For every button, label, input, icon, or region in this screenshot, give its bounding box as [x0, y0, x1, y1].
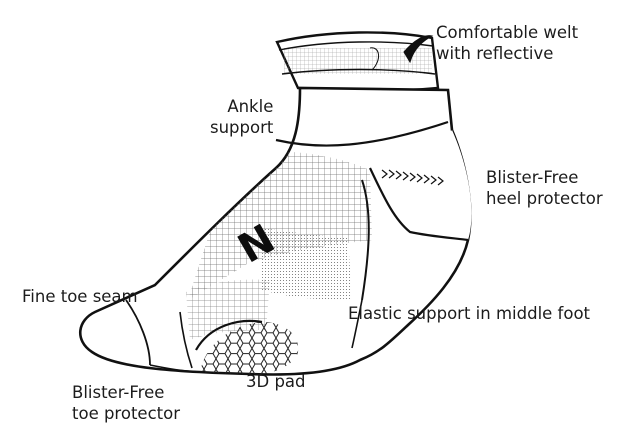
callout-heel: Blister-Free heel protector: [486, 167, 603, 209]
callout-welt-line1: Comfortable welt: [436, 23, 579, 42]
callout-toe-seam: Fine toe seam: [22, 286, 138, 307]
elastic-midfoot-panel: [262, 228, 352, 300]
toe-seam-region: [125, 299, 206, 373]
midfoot-support-line: [361, 179, 370, 301]
ankle-band-line: [275, 120, 449, 147]
callout-ankle: Ankle support: [210, 96, 273, 138]
callout-ankle-line2: support: [210, 118, 274, 137]
heel-protector-region: [369, 130, 472, 242]
callout-toe-protector-line1: Blister-Free: [72, 383, 165, 402]
callout-elastic-line1: Elastic support in middle foot: [348, 304, 591, 323]
callout-ankle-line1: Ankle: [227, 97, 274, 116]
callout-heel-line2: heel protector: [486, 189, 603, 208]
callout-toe-protector-line2: toe protector: [72, 404, 180, 423]
callout-heel-line1: Blister-Free: [486, 168, 579, 187]
callout-pad: 3D pad: [246, 371, 306, 392]
callout-welt-line2: with reflective: [436, 44, 554, 63]
callout-elastic: Elastic support in middle foot: [348, 303, 590, 324]
callout-welt: Comfortable welt with reflective: [436, 22, 578, 64]
callout-toe-protector: Blister-Free toe protector: [72, 382, 180, 424]
pad-region: [200, 322, 299, 375]
pad-outline: [195, 319, 263, 351]
callout-toe-seam-line1: Fine toe seam: [22, 287, 138, 306]
welt-region: [275, 31, 440, 93]
callout-pad-line1: 3D pad: [246, 372, 306, 391]
